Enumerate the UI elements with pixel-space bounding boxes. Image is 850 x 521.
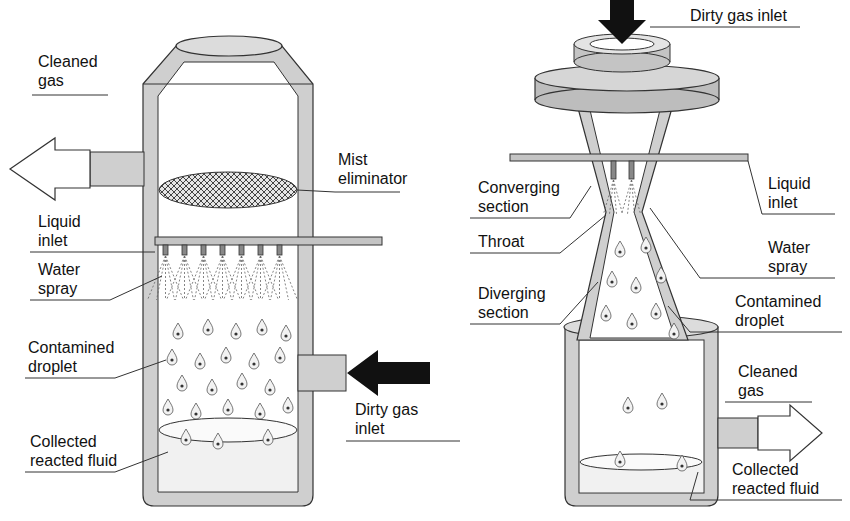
callout-label: Diverging section <box>478 284 578 322</box>
callout-label: Mist eliminator <box>338 150 423 188</box>
callout-label: Dirty gas inlet <box>355 400 440 438</box>
callout-label: Contamined droplet <box>735 292 845 330</box>
callout-label: Collected reacted fluid <box>30 432 145 470</box>
callout-label: Cleaned gas <box>738 362 813 400</box>
callout-label: Throat <box>478 232 548 251</box>
callout-label: Liquid inlet <box>768 174 830 212</box>
leader-lines <box>25 27 842 500</box>
callout-label: Liquid inlet <box>38 212 100 250</box>
callout-label: Cleaned gas <box>38 52 113 90</box>
callout-label: Converging section <box>478 178 578 216</box>
callout-label: Contamined droplet <box>28 338 148 376</box>
callout-label: Water spray <box>768 238 830 276</box>
callout-label: Water spray <box>38 260 100 298</box>
callout-label: Dirty gas inlet <box>690 6 830 25</box>
callout-label: Collected reacted fluid <box>732 460 844 498</box>
